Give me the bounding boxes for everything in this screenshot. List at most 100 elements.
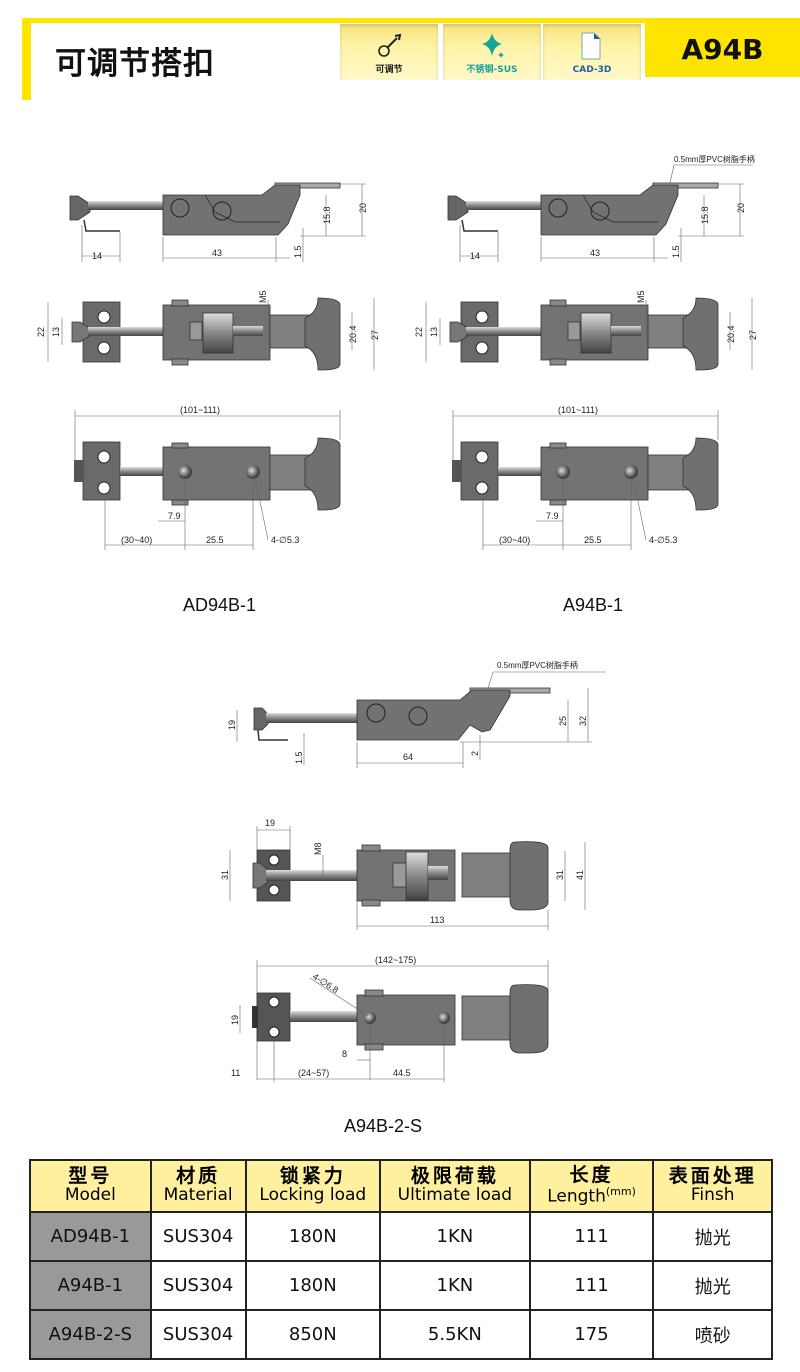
dim-label: 113 — [430, 915, 444, 925]
dim-label: 7.9 — [546, 511, 559, 521]
dim-label: 13 — [51, 327, 61, 337]
feature-label: 不锈钢-SUS — [466, 65, 518, 75]
dim-label: 41 — [575, 870, 585, 880]
dim-label: 7.9 — [168, 511, 181, 521]
header-en: Material — [163, 1185, 233, 1206]
drawing-ad94b-1: 14 43 1.5 15.8 20 22 13 M5 20.4 27 (101~… — [36, 182, 380, 615]
dim-label: 13 — [429, 327, 439, 337]
cell-locking-load: 180N — [244, 1211, 382, 1262]
dim-label: 1.5 — [293, 245, 303, 258]
cell-model: A94B-1 — [29, 1260, 152, 1311]
dim-label: 15.8 — [700, 206, 710, 224]
dim-label: 2 — [470, 751, 480, 756]
dim-label: 19 — [227, 720, 237, 730]
dim-label: (24~57) — [298, 1068, 329, 1078]
latch-drawing — [425, 182, 753, 551]
header-zh: 锁紧力 — [279, 1165, 346, 1188]
dim-label: 31 — [220, 870, 230, 880]
cell-length: 111 — [528, 1260, 655, 1311]
dim-label: M5 — [636, 290, 646, 303]
sparkle-icon — [482, 33, 504, 58]
dim-label: 22 — [36, 327, 46, 337]
pvc-handle-note: 0.5mm厚PVC树脂手柄 — [497, 660, 578, 670]
cell-locking-load: 180N — [244, 1260, 382, 1311]
dim-label: 4-∅5.3 — [649, 535, 677, 545]
dim-label: 19 — [230, 1015, 240, 1025]
dim-label: 44.5 — [393, 1068, 411, 1078]
dim-label: 32 — [578, 716, 588, 726]
drawing-caption: A94B-1 — [563, 595, 623, 615]
cell-material: SUS304 — [149, 1260, 247, 1311]
dim-label: (30~40) — [499, 535, 530, 545]
dim-label: 43 — [212, 248, 222, 258]
cell-ultimate-load: 1KN — [379, 1211, 531, 1262]
dim-label: 20 — [358, 203, 368, 213]
dim-label: M8 — [313, 842, 323, 855]
header-en: Locking load — [259, 1185, 367, 1206]
dim-label: M5 — [258, 290, 268, 303]
header-zh: 型号 — [68, 1165, 113, 1188]
cell-ultimate-load: 1KN — [379, 1260, 531, 1311]
drawing-caption: AD94B-1 — [183, 595, 256, 615]
dim-label: 27 — [748, 330, 758, 340]
dim-label: 20 — [736, 203, 746, 213]
dim-label: 31 — [555, 870, 565, 880]
feature-label: 可调节 — [375, 65, 403, 75]
dim-label: 25 — [558, 716, 568, 726]
drawing-a94b-1: 0.5mm厚PVC树脂手柄 14 43 1.5 15.8 20 22 13 M5… — [414, 154, 758, 615]
dim-label: (30~40) — [121, 535, 152, 545]
cell-finish: 抛光 — [652, 1211, 773, 1262]
cell-finish: 喷砂 — [652, 1309, 773, 1360]
latch-drawing — [47, 182, 375, 551]
cell-length: 175 — [528, 1309, 655, 1360]
header-en: Finsh — [690, 1185, 735, 1206]
header-en: Ultimate load — [397, 1185, 513, 1206]
feature-label: CAD-3D — [572, 65, 612, 75]
cell-length: 111 — [528, 1211, 655, 1262]
dim-label: 1.5 — [294, 751, 304, 764]
pvc-handle-note: 0.5mm厚PVC树脂手柄 — [674, 154, 755, 164]
dim-label: 15.8 — [322, 206, 332, 224]
accent-bar-top — [22, 18, 800, 23]
accent-bar-left — [22, 18, 31, 100]
document-icon — [581, 32, 601, 60]
page-title: 可调节搭扣 — [55, 46, 215, 82]
dim-label: 14 — [470, 251, 480, 261]
technical-drawings: 14 43 1.5 15.8 20 22 13 M5 20.4 27 (101~… — [36, 154, 758, 1136]
dim-label: 1.5 — [671, 245, 681, 258]
wrench-icon — [378, 33, 402, 57]
feature-cad: CAD-3D — [543, 24, 641, 80]
cell-material: SUS304 — [149, 1211, 247, 1262]
dim-label: 19 — [265, 818, 275, 828]
dim-label: 25.5 — [206, 535, 224, 545]
dim-label: 64 — [403, 752, 413, 762]
cell-model: A94B-2-S — [29, 1309, 152, 1360]
drawing-a94b-2-s: 0.5mm厚PVC树脂手柄 19 1.5 64 2 25 32 — [220, 660, 606, 1136]
dim-label: 43 — [590, 248, 600, 258]
header-zh: 表面处理 — [668, 1165, 757, 1188]
dim-label: (142~175) — [375, 955, 416, 965]
cell-model: AD94B-1 — [29, 1211, 152, 1262]
dim-label: 22 — [414, 327, 424, 337]
dim-label: 20.4 — [348, 325, 358, 343]
dim-label: 25.5 — [584, 535, 602, 545]
dim-label: 4-∅6.8 — [311, 971, 340, 995]
feature-adjustable: 可调节 — [340, 24, 438, 80]
cell-finish: 抛光 — [652, 1260, 773, 1311]
header-unit: (mm) — [605, 1184, 636, 1198]
dim-label: 8 — [342, 1049, 347, 1059]
cell-locking-load: 850N — [244, 1309, 382, 1360]
dim-label: 4-∅5.3 — [271, 535, 299, 545]
dim-label: 27 — [370, 330, 380, 340]
